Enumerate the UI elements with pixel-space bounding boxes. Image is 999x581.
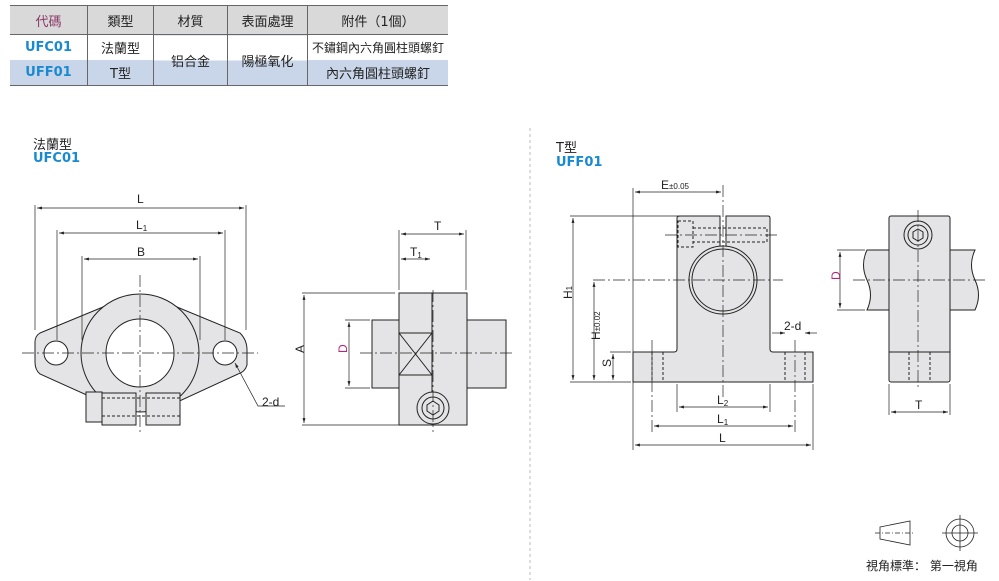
header-code: 代碼 — [10, 5, 88, 35]
projection-legend: 視角標準： 第一視角 — [866, 557, 978, 574]
table-row: UFC01 法蘭型 铝合金 陽極氧化 不鏽鋼內六角圓柱頭螺釘 — [10, 34, 448, 86]
dim-H1: H1 — [561, 285, 575, 299]
header-material: 材質 — [153, 5, 228, 35]
table-row: UFF01 T型 內六角圓柱頭螺釘 — [10, 60, 448, 86]
dim-2d: 2-d — [262, 395, 279, 409]
table-header: 代碼 類型 材質 表面處理 附件（1個） — [10, 5, 448, 35]
header-accessory: 附件（1個） — [307, 5, 448, 35]
cell-type: T型 — [87, 60, 154, 86]
legend-label: 視角標準： — [866, 559, 927, 573]
tbase-side-view — [837, 210, 985, 415]
header-type: 類型 — [87, 5, 154, 35]
dim-L1: L1 — [136, 218, 148, 233]
header-surface: 表面處理 — [227, 5, 308, 35]
cell-code: UFC01 — [24, 40, 73, 55]
dim-L: L — [719, 431, 726, 445]
dim-B: B — [137, 245, 145, 259]
tbase-front-view — [570, 185, 817, 450]
legend-value: 第一視角 — [929, 559, 978, 573]
dim-D: D — [829, 271, 843, 280]
dim-L2: L2 — [717, 393, 729, 408]
right-code: UFF01 — [556, 155, 603, 170]
cell-material: 铝合金 — [153, 34, 228, 86]
dim-L1: L1 — [717, 412, 729, 427]
cell-code: UFF01 — [10, 60, 88, 86]
left-code: UFC01 — [33, 151, 81, 166]
dim-S: S — [600, 359, 614, 367]
dim-T: T — [915, 398, 923, 412]
dim-D: D — [336, 344, 350, 353]
flange-side-view — [302, 230, 515, 432]
dim-E: E±0.05 — [661, 178, 690, 192]
dim-T: T — [434, 219, 442, 233]
dim-L: L — [137, 192, 144, 206]
cell-surface: 陽極氧化 — [227, 34, 308, 86]
cell-accessory: 不鏽鋼內六角圓柱頭螺釘 — [307, 34, 448, 60]
first-angle-projection-icon — [875, 515, 978, 551]
cell-type: 法蘭型 — [87, 34, 154, 60]
left-title: 法蘭型 — [33, 138, 73, 153]
flange-front-view — [22, 205, 285, 432]
cell-accessory: 內六角圓柱頭螺釘 — [307, 60, 448, 86]
dim-2d: 2-d — [784, 319, 801, 333]
dim-T1: T1 — [410, 245, 422, 260]
dim-A: A — [293, 345, 307, 353]
dim-H: H±0.02 — [589, 311, 603, 340]
spec-table: 代碼 類型 材質 表面處理 附件（1個） UFC01 法蘭型 铝合金 陽極氧化 … — [10, 5, 448, 86]
right-title: T型 — [556, 141, 577, 156]
